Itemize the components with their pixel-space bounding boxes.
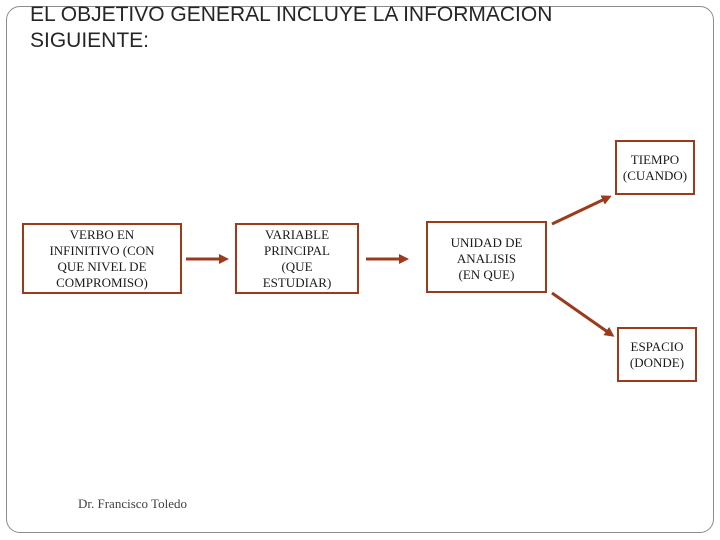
arrow-unidad-to-espacio <box>551 291 615 337</box>
slide-frame <box>6 6 714 533</box>
box-espacio: ESPACIO (DONDE) <box>617 327 697 382</box>
slide-title: EL OBJETIVO GENERAL INCLUYE LA INFORMACI… <box>30 3 553 52</box>
box-unidad-analisis: UNIDAD DE ANALISIS (EN QUE) <box>426 221 547 293</box>
box-tiempo: TIEMPO (CUANDO) <box>615 140 695 195</box>
arrow-unidad-to-tiempo <box>551 195 612 226</box>
box-variable-principal: VARIABLE PRINCIPAL (QUE ESTUDIAR) <box>235 223 359 294</box>
box-verbo-infinitivo: VERBO EN INFINITIVO (CON QUE NIVEL DE CO… <box>22 223 182 294</box>
footer-author: Dr. Francisco Toledo <box>78 496 187 511</box>
